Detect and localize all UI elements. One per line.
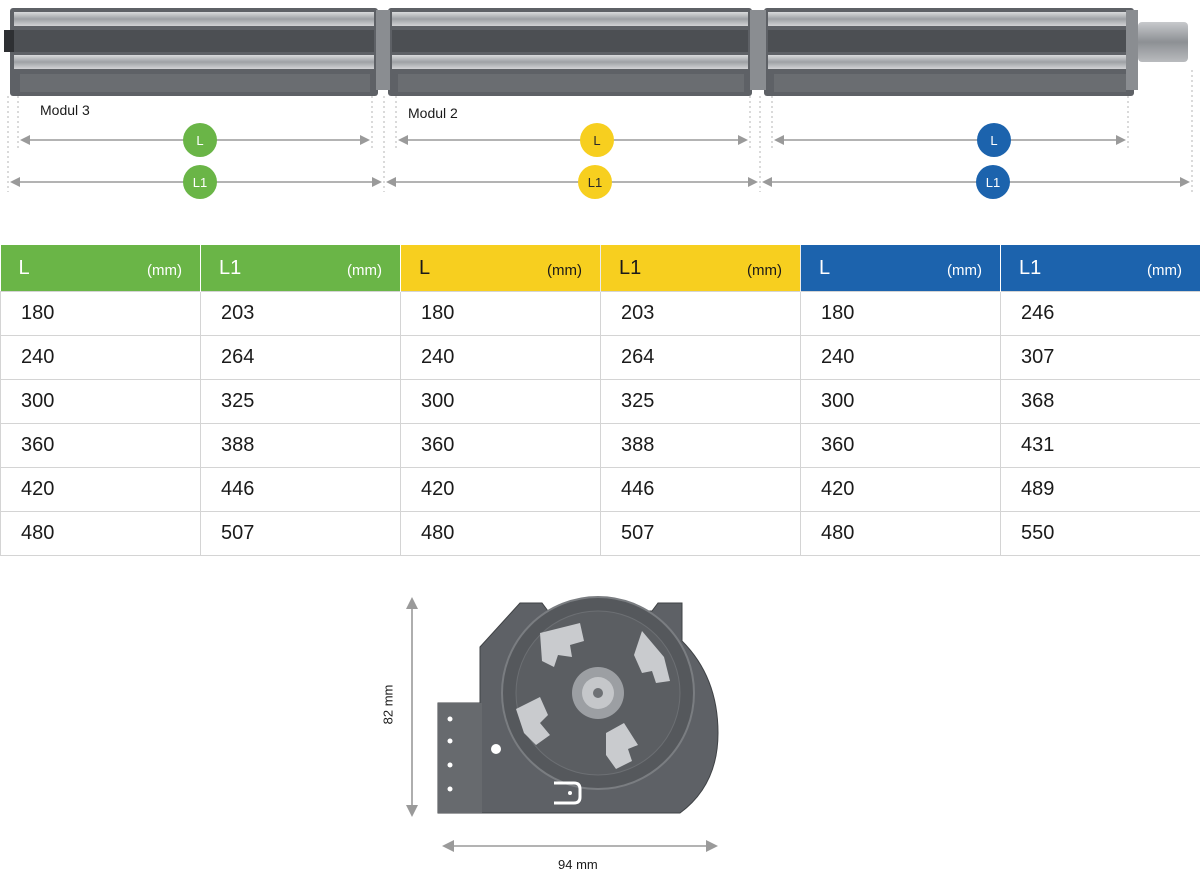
table-cell: 240 bbox=[1, 336, 201, 380]
header-unit: (mm) bbox=[947, 262, 982, 279]
table-row: 240 264 240 264 240 307 bbox=[1, 336, 1200, 380]
header-yellow-l1: L1 (mm) bbox=[601, 245, 801, 292]
table-cell: 240 bbox=[401, 336, 601, 380]
shaft bbox=[593, 688, 603, 698]
table-cell: 388 bbox=[201, 424, 401, 468]
table-cell: 360 bbox=[401, 424, 601, 468]
header-name: L bbox=[19, 257, 30, 279]
table-cell: 180 bbox=[1, 292, 201, 336]
header-name: L bbox=[819, 257, 830, 279]
module-2-label: Modul 2 bbox=[408, 105, 458, 121]
module-2-housing bbox=[388, 8, 752, 96]
badge-m2-l: L bbox=[580, 123, 614, 157]
table-cell: 550 bbox=[1001, 512, 1200, 556]
table-cell: 264 bbox=[601, 336, 801, 380]
side-view-drawing bbox=[380, 585, 740, 874]
table-cell: 300 bbox=[1, 380, 201, 424]
coupling bbox=[750, 10, 766, 90]
header-green-l: L (mm) bbox=[1, 245, 201, 292]
table-cell: 480 bbox=[1, 512, 201, 556]
table-cell: 489 bbox=[1001, 468, 1200, 512]
table-cell: 325 bbox=[201, 380, 401, 424]
table-cell: 420 bbox=[801, 468, 1001, 512]
mount-plate bbox=[438, 703, 482, 813]
table-cell: 240 bbox=[801, 336, 1001, 380]
table-cell: 307 bbox=[1001, 336, 1200, 380]
table-cell: 368 bbox=[1001, 380, 1200, 424]
header-name: L1 bbox=[219, 257, 241, 279]
header-unit: (mm) bbox=[1147, 262, 1182, 279]
table-row: 300 325 300 325 300 368 bbox=[1, 380, 1200, 424]
table-row: 420 446 420 446 420 489 bbox=[1, 468, 1200, 512]
header-name: L1 bbox=[1019, 257, 1041, 279]
table-cell: 203 bbox=[601, 292, 801, 336]
width-dimension bbox=[442, 840, 718, 852]
table-row: 480 507 480 507 480 550 bbox=[1, 512, 1200, 556]
table-cell: 507 bbox=[201, 512, 401, 556]
table-cell: 446 bbox=[201, 468, 401, 512]
table-row: 180 203 180 203 180 246 bbox=[1, 292, 1200, 336]
table-cell: 360 bbox=[1, 424, 201, 468]
header-blue-l: L (mm) bbox=[801, 245, 1001, 292]
table-cell: 431 bbox=[1001, 424, 1200, 468]
table-cell: 420 bbox=[1, 468, 201, 512]
table-cell: 264 bbox=[201, 336, 401, 380]
table-cell: 203 bbox=[201, 292, 401, 336]
tangential-fan-strip: Modul 3 Modul 2 L L1 L L1 L L1 bbox=[0, 0, 1200, 200]
table-cell: 300 bbox=[401, 380, 601, 424]
table-cell: 180 bbox=[801, 292, 1001, 336]
table-cell: 480 bbox=[801, 512, 1001, 556]
header-unit: (mm) bbox=[147, 262, 182, 279]
connector-dot bbox=[568, 791, 572, 795]
table-cell: 507 bbox=[601, 512, 801, 556]
coupling bbox=[1126, 10, 1138, 90]
module-3-housing bbox=[4, 8, 378, 96]
header-yellow-l: L (mm) bbox=[401, 245, 601, 292]
dimension-table: L (mm) L1 (mm) L (mm) L1 (mm) L (mm) L1 … bbox=[0, 245, 1200, 556]
table-header-row: L (mm) L1 (mm) L (mm) L1 (mm) L (mm) L1 … bbox=[1, 245, 1200, 292]
header-blue-l1: L1 (mm) bbox=[1001, 245, 1200, 292]
coupling bbox=[376, 10, 390, 90]
motor bbox=[1138, 22, 1188, 62]
table-cell: 446 bbox=[601, 468, 801, 512]
table-cell: 180 bbox=[401, 292, 601, 336]
fan-side-view: 82 mm 94 mm bbox=[380, 585, 740, 874]
badge-m1-l1: L1 bbox=[976, 165, 1010, 199]
table-cell: 388 bbox=[601, 424, 801, 468]
width-label: 94 mm bbox=[558, 857, 598, 872]
header-unit: (mm) bbox=[747, 262, 782, 279]
height-dimension bbox=[406, 597, 418, 817]
table-cell: 360 bbox=[801, 424, 1001, 468]
badge-m1-l: L bbox=[977, 123, 1011, 157]
module-3-label: Modul 3 bbox=[40, 102, 90, 118]
header-unit: (mm) bbox=[547, 262, 582, 279]
header-name: L1 bbox=[619, 257, 641, 279]
table-cell: 246 bbox=[1001, 292, 1200, 336]
header-unit: (mm) bbox=[347, 262, 382, 279]
table-cell: 325 bbox=[601, 380, 801, 424]
badge-m2-l1: L1 bbox=[578, 165, 612, 199]
badge-m3-l1: L1 bbox=[183, 165, 217, 199]
table-cell: 300 bbox=[801, 380, 1001, 424]
module-1-housing bbox=[764, 8, 1134, 96]
table-cell: 480 bbox=[401, 512, 601, 556]
header-green-l1: L1 (mm) bbox=[201, 245, 401, 292]
table-row: 360 388 360 388 360 431 bbox=[1, 424, 1200, 468]
height-label: 82 mm bbox=[380, 685, 395, 725]
header-name: L bbox=[419, 257, 430, 279]
badge-m3-l: L bbox=[183, 123, 217, 157]
table-cell: 420 bbox=[401, 468, 601, 512]
